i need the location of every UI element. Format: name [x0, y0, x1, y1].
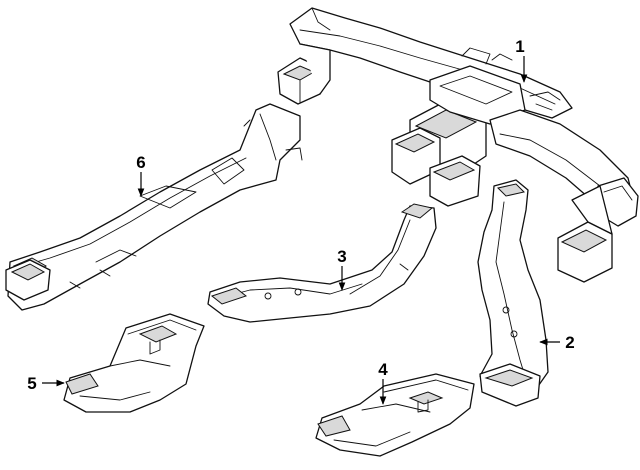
callout-label: 1	[515, 37, 524, 56]
callout-1: 1	[515, 37, 528, 83]
part-6-floor-duct	[5, 103, 303, 311]
callout-2: 2	[539, 333, 575, 352]
callout-label: 3	[337, 247, 346, 266]
part-1-main-duct	[277, 7, 639, 283]
callout-label: 2	[565, 333, 574, 352]
callout-label: 6	[136, 153, 145, 172]
part-3-center-duct	[207, 203, 437, 323]
callout-6: 6	[136, 153, 146, 197]
callout-label: 5	[27, 374, 36, 393]
callout-label: 4	[378, 360, 388, 379]
part-5-rear-floor-duct	[63, 313, 205, 413]
part-2-rear-duct	[477, 179, 549, 407]
callout-4: 4	[378, 360, 388, 405]
callout-3: 3	[337, 247, 347, 291]
callout-5: 5	[27, 374, 65, 393]
part-4-rear-floor-duct	[315, 373, 475, 457]
